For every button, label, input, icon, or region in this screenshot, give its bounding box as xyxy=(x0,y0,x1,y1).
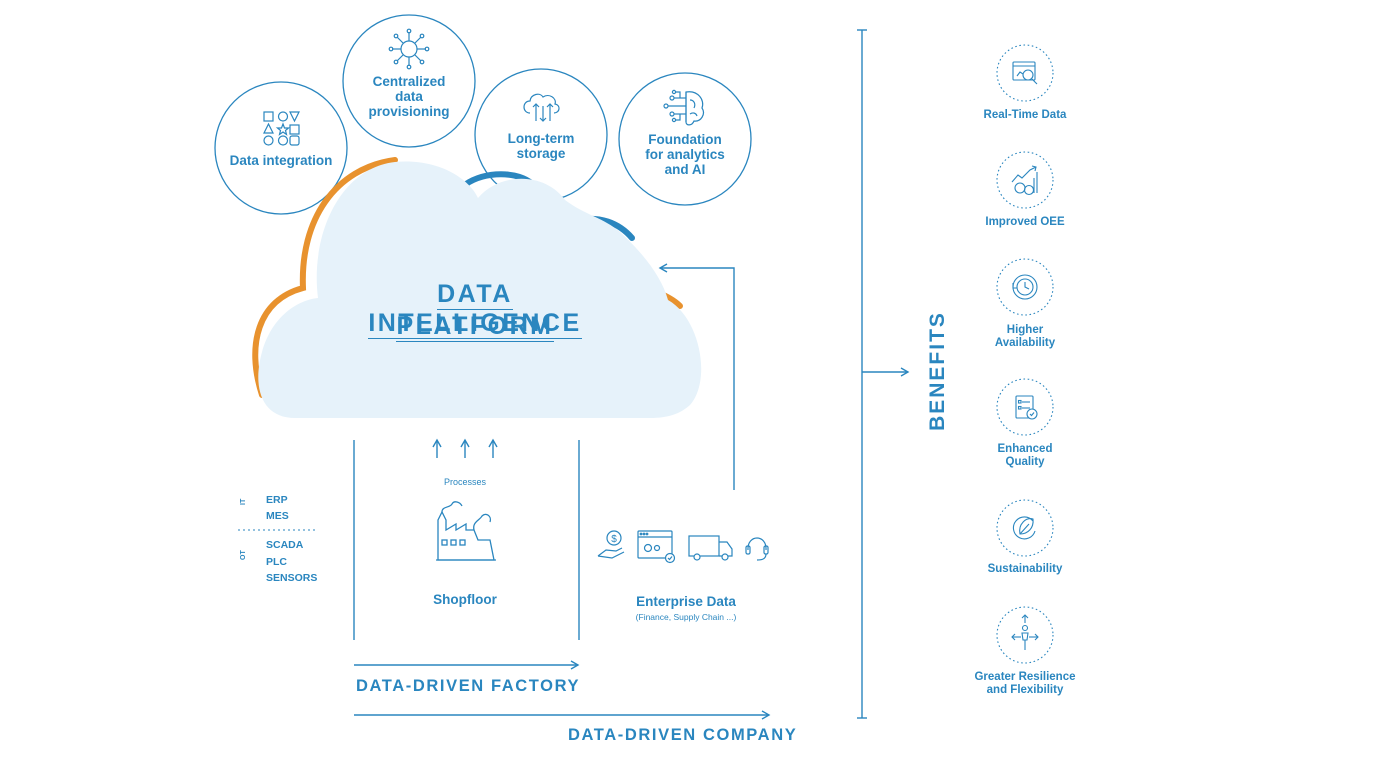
benefit-circles xyxy=(996,44,1054,664)
platform-title-line-1: DATA INTELLIGENCE xyxy=(330,280,620,339)
benefit-label-higher-availability: Higher Availability xyxy=(950,324,1100,350)
hand-money-icon: $ xyxy=(597,530,625,559)
benefit-label-resilience: Greater Resilience and Flexibility xyxy=(950,671,1100,697)
realtime-monitor-icon xyxy=(1012,61,1038,85)
shopfloor-label: Shopfloor xyxy=(433,592,497,607)
ot-tag: OT xyxy=(240,550,247,560)
capability-label-line: storage xyxy=(516,146,566,161)
benefit-label-improved-oee: Improved OEE xyxy=(950,216,1100,229)
capability-label-line: data xyxy=(395,89,423,104)
availability-clock-icon xyxy=(1012,274,1038,300)
it-tag: IT xyxy=(240,498,247,505)
system-sensors: SENSORS xyxy=(266,572,318,584)
brain-circuit-icon xyxy=(663,89,705,126)
shapes-icon xyxy=(263,111,300,146)
benefits-title: BENEFITS xyxy=(926,311,949,431)
factory-label: DATA-DRIVEN FACTORY xyxy=(356,677,581,695)
enterprise-label: Enterprise Data xyxy=(636,594,736,609)
benefit-label-line: Real-Time Data xyxy=(983,109,1067,121)
capability-label-line: Centralized xyxy=(372,74,446,89)
capability-label-line: and AI xyxy=(664,162,706,177)
capability-circle-data-provisioning xyxy=(342,14,476,148)
benefit-label-line: Sustainability xyxy=(987,563,1063,575)
benefit-circle-improved-oee xyxy=(996,151,1054,209)
system-mes: MES xyxy=(266,510,289,522)
benefit-label-line: Greater Resilience xyxy=(974,671,1076,683)
system-erp: ERP xyxy=(266,494,288,506)
flow-lines xyxy=(238,29,910,720)
delivery-truck-icon xyxy=(688,535,733,561)
sustainability-leaf-icon xyxy=(1012,516,1036,540)
capability-label-line: provisioning xyxy=(368,104,450,119)
capability-label-analytics-ai: Foundation for analytics and AI xyxy=(625,132,745,177)
capability-label-line: Data integration xyxy=(229,153,333,168)
capability-circle-analytics-ai xyxy=(618,72,752,206)
capability-circle-data-integration xyxy=(214,81,348,215)
benefit-circle-enhanced-quality xyxy=(996,378,1054,436)
processes-label: Processes xyxy=(443,477,487,487)
network-hub-icon xyxy=(388,28,430,70)
factory-icon xyxy=(436,501,496,561)
browser-settings-icon xyxy=(637,530,676,564)
platform-title-text-2: PLATFORM xyxy=(396,312,554,342)
benefit-label-line: Improved OEE xyxy=(985,216,1065,228)
capability-label-data-integration: Data integration xyxy=(221,153,341,168)
benefit-label-line: Enhanced xyxy=(997,443,1053,455)
capability-label-long-term-storage: Long-term storage xyxy=(481,131,601,161)
capability-label-line: Long-term xyxy=(507,131,575,146)
oee-gauge-icon xyxy=(1011,165,1038,196)
company-label: DATA-DRIVEN COMPANY xyxy=(568,726,798,744)
benefit-label-line: Higher xyxy=(1006,324,1044,336)
system-scada: SCADA xyxy=(266,539,304,551)
quality-checklist-icon xyxy=(1015,395,1038,420)
system-plc: PLC xyxy=(266,556,287,568)
benefit-label-line: Quality xyxy=(1005,456,1045,468)
benefit-circle-resilience xyxy=(996,606,1054,664)
capability-circles xyxy=(214,14,752,215)
enterprise-sublabel: (Finance, Supply Chain ...) xyxy=(635,612,737,622)
capability-label-line: Foundation xyxy=(648,132,722,147)
resilience-arrows-icon xyxy=(1011,614,1039,650)
benefit-label-real-time-data: Real-Time Data xyxy=(950,109,1100,122)
benefit-label-line: and Flexibility xyxy=(986,684,1064,696)
benefit-label-enhanced-quality: Enhanced Quality xyxy=(950,443,1100,469)
cloud-storage-icon xyxy=(523,93,560,122)
svg-text:$: $ xyxy=(611,534,617,545)
capability-label-data-provisioning: Centralized data provisioning xyxy=(349,74,469,119)
cloud-shape xyxy=(258,161,702,418)
orange-arc-left xyxy=(252,157,398,398)
headset-icon xyxy=(745,537,769,561)
benefit-label-line: Availability xyxy=(994,337,1056,349)
capability-label-line: for analytics xyxy=(645,147,725,162)
platform-title-text-1: DATA INTELLIGENCE xyxy=(368,280,582,339)
benefit-label-sustainability: Sustainability xyxy=(950,563,1100,576)
enterprise-feed-arrow xyxy=(658,263,735,490)
platform-title-line-2: PLATFORM xyxy=(330,312,620,342)
